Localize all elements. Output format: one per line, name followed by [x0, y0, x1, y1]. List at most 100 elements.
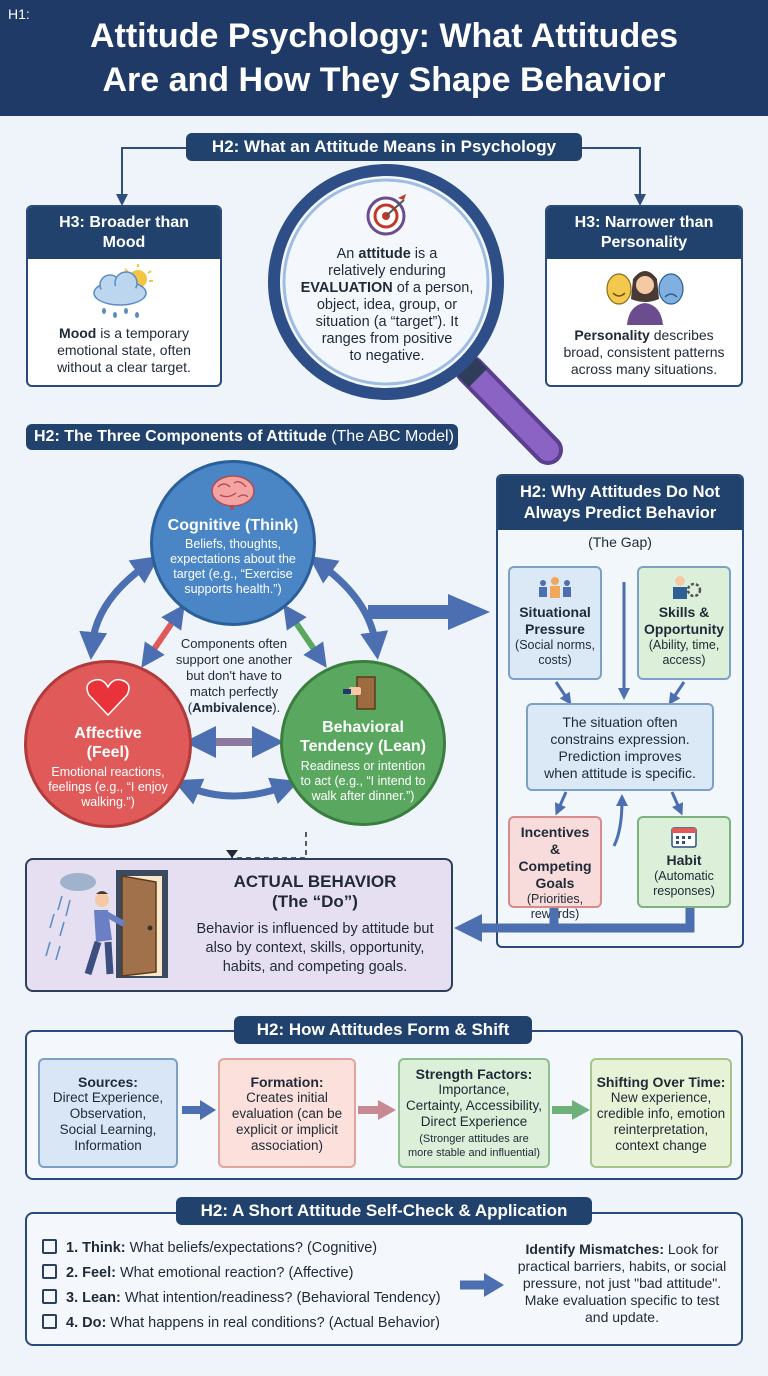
- abc-heading-b: (The ABC Model): [331, 428, 454, 445]
- checklist-item[interactable]: 1. Think: What beliefs/expectations? (Co…: [42, 1236, 462, 1261]
- def-a-bold: attitude: [358, 246, 411, 262]
- affective-circle: Affective (Feel) Emotional reactions, fe…: [24, 660, 192, 828]
- checkbox[interactable]: [42, 1314, 57, 1329]
- crowd-icon: [539, 577, 571, 598]
- situational-title-l1: Situational: [519, 604, 591, 620]
- strength-s1: (Stronger attitudes are: [419, 1133, 529, 1145]
- formation-l1: Creates initial: [246, 1090, 328, 1105]
- strength-l3: Direct Experience: [420, 1114, 528, 1129]
- def-c2: of a person,: [392, 280, 474, 296]
- cognitive-l2: expectations about the: [170, 552, 296, 566]
- mood-text-c: without a clear target.: [57, 359, 191, 375]
- situational-l1: (Social norms,: [515, 638, 595, 652]
- incentives-title-l1: Incentives &: [520, 824, 590, 857]
- header-banner: [0, 0, 768, 116]
- ambivalence-l3: but don't have to: [186, 668, 282, 683]
- abc-arrows: [79, 555, 490, 859]
- skills-title-l1: Skills &: [658, 604, 710, 620]
- checkbox[interactable]: [42, 1239, 57, 1254]
- affective-desc: Emotional reactions, feelings (e.g., “I …: [27, 765, 189, 810]
- def-a2: is a: [410, 246, 438, 262]
- ambivalence-note: Components often support one another but…: [166, 636, 302, 716]
- gap-center-l1: The situation often: [562, 714, 678, 730]
- sources-l1: Direct Experience,: [52, 1090, 164, 1105]
- gap-heading: H2: Why Attitudes Do Not Always Predict …: [498, 476, 742, 530]
- skills-opportunity-box: Skills & Opportunity (Ability, time, acc…: [637, 566, 731, 680]
- behavioral-l3: walk after dinner.”): [311, 789, 415, 803]
- affective-title-l2: (Feel): [86, 744, 130, 761]
- affective-title-l1: Affective: [74, 725, 142, 742]
- mismatch-bold: Identify Mismatches:: [525, 1241, 664, 1257]
- section-heading-meaning: H2: What an Attitude Means in Psychology: [186, 133, 582, 161]
- strength-l2: Certainty, Accessibility,: [405, 1098, 543, 1113]
- mood-card: H3: Broader than Mood Mood is a temporar…: [26, 205, 222, 387]
- mismatch-l3: pressure, not just "bad attitude".: [522, 1275, 722, 1291]
- ambivalence-l5b: ).: [272, 700, 281, 715]
- checklist: 1. Think: What beliefs/expectations? (Co…: [42, 1236, 462, 1336]
- behavior-desc: Behavior is influenced by attitude but a…: [186, 920, 444, 977]
- personality-text-a: describes: [649, 327, 714, 343]
- cognitive-l3: target (e.g., “Exercise: [173, 567, 293, 581]
- gap-heading-l2: Always Predict Behavior: [523, 504, 717, 522]
- def-g: to negative.: [349, 348, 425, 364]
- habit-title: Habit: [666, 852, 702, 868]
- attitude-definition: An attitude is a relatively enduring EVA…: [290, 246, 484, 365]
- personality-text-b: broad, consistent patterns: [563, 344, 725, 360]
- personality-heading-line-1: H3: Narrower than: [574, 214, 714, 231]
- mood-heading-line-1: H3: Broader than: [59, 214, 189, 231]
- gap-return-arrow: [454, 908, 695, 942]
- sources-l3: Social Learning,: [59, 1122, 157, 1137]
- mood-text: Mood is a temporary emotional state, oft…: [28, 325, 220, 376]
- mismatch-l1: Look for: [664, 1241, 719, 1257]
- section-heading-abc: H2: The Three Components of Attitude (Th…: [26, 424, 458, 450]
- gap-center-l3: Prediction improves: [558, 748, 682, 764]
- meaning-connectors: [116, 147, 646, 206]
- ambivalence-l1: Components often: [180, 636, 288, 651]
- behavioral-l1: Readiness or intention: [300, 759, 426, 773]
- shifting-l3: reinterpretation,: [613, 1122, 709, 1137]
- brain-icon: [211, 475, 255, 510]
- formation-l3: explicit or implicit: [235, 1122, 339, 1137]
- cognitive-circle: Cognitive (Think) Beliefs, thoughts, exp…: [150, 460, 316, 626]
- personality-text-c: across many situations.: [570, 361, 718, 377]
- check-item-text: What beliefs/expectations? (Cognitive): [125, 1240, 378, 1256]
- form-flow-arrows: [182, 1100, 590, 1120]
- check-item-text: What intention/readiness? (Behavioral Te…: [120, 1290, 441, 1306]
- strength-factors-box: Strength Factors: Importance, Certainty,…: [398, 1058, 550, 1168]
- def-c-bold: EVALUATION: [300, 280, 393, 296]
- checklist-item[interactable]: 4. Do: What happens in real conditions? …: [42, 1311, 462, 1336]
- strength-title: Strength Factors:: [415, 1066, 533, 1082]
- skills-l1: (Ability, time,: [648, 638, 720, 652]
- mismatch-note: Identify Mismatches: Look for practical …: [506, 1241, 738, 1326]
- situational-pressure-box: Situational Pressure (Social norms, cost…: [508, 566, 602, 680]
- title-line-2: Are and How They Shape Behavior: [102, 61, 666, 99]
- shifting-l2: credible info, emotion: [596, 1106, 726, 1121]
- actual-behavior-text: ACTUAL BEHAVIOR (The “Do”) Behavior is i…: [186, 872, 444, 977]
- checkbox[interactable]: [42, 1289, 57, 1304]
- habit-l1: (Automatic: [654, 869, 714, 883]
- personality-card: H3: Narrower than Personality Personalit…: [545, 205, 743, 387]
- incentives-title-l3: Goals: [535, 875, 575, 891]
- behavioral-title: Behavioral Tendency (Lean): [283, 718, 443, 756]
- shifting-title: Shifting Over Time:: [596, 1074, 726, 1090]
- worker-gear-icon: [673, 576, 702, 599]
- behavior-l1: Behavior is influenced by attitude but: [196, 921, 434, 937]
- def-a1: An: [336, 246, 359, 262]
- behavioral-desc: Readiness or intention to act (e.g., “I …: [283, 759, 443, 804]
- affective-l2: feelings (e.g., “I enjoy: [48, 780, 168, 794]
- check-item-bold: 2. Feel:: [66, 1265, 116, 1281]
- checklist-item[interactable]: 3. Lean: What intention/readiness? (Beha…: [42, 1286, 462, 1311]
- weather-icon: [93, 264, 153, 318]
- ambivalence-l2: support one another: [175, 652, 293, 667]
- checkbox[interactable]: [42, 1264, 57, 1279]
- mismatch-l5: and update.: [585, 1309, 659, 1325]
- habit-l2: responses): [653, 884, 715, 898]
- page-title: Attitude Psychology: What Attitudes Are …: [20, 14, 748, 102]
- affective-l3: walking.”): [81, 795, 135, 809]
- behavioral-title-l1: Behavioral: [322, 719, 404, 736]
- def-e: situation (a “target”). It: [315, 314, 459, 330]
- gap-arrows: [554, 582, 686, 847]
- section-heading-form: H2: How Attitudes Form & Shift: [234, 1016, 532, 1044]
- cognitive-l4: supports health.”): [184, 582, 282, 596]
- checklist-item[interactable]: 2. Feel: What emotional reaction? (Affec…: [42, 1261, 462, 1286]
